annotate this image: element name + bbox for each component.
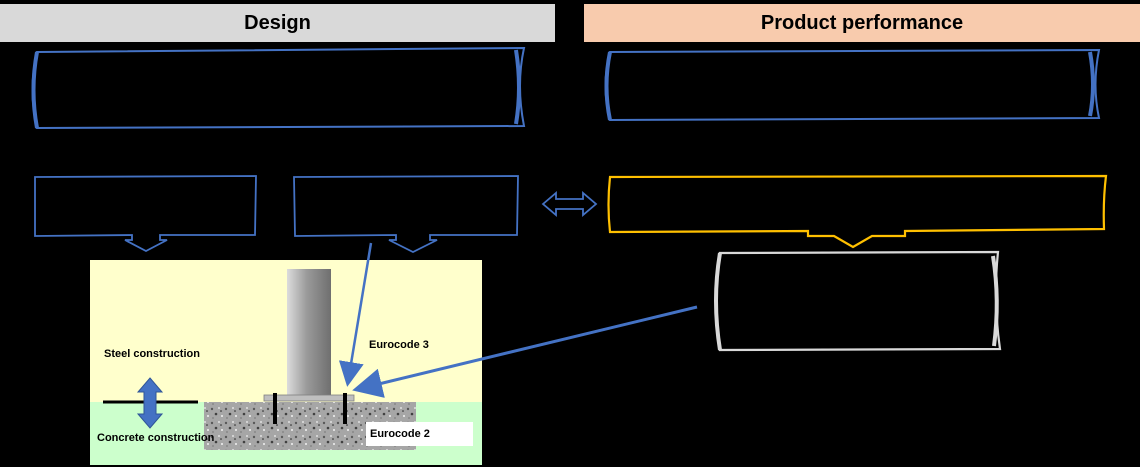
product-performance-header-label: Product performance [760, 11, 964, 34]
design-header: Design [0, 4, 555, 42]
steel-concrete-illustration [90, 260, 482, 465]
pointer-line-design [338, 242, 373, 387]
concrete-construction-label: Concrete construction [97, 432, 215, 444]
design-scroll-box [31, 46, 526, 130]
design-callout-box-left [34, 175, 257, 253]
design-header-label: Design [244, 11, 311, 34]
performance-callout-box [607, 174, 1108, 249]
design-callout-box-right [293, 175, 519, 254]
eurocode-2-box [366, 422, 473, 446]
steel-column [287, 269, 331, 396]
steel-construction-label: Steel construction [104, 348, 200, 360]
steel-zone [90, 260, 482, 402]
eurocode-3-label: Eurocode 3 [369, 339, 429, 351]
eurocode-2-label: Eurocode 2 [370, 428, 430, 440]
anchor-bolt-right [343, 393, 347, 424]
anchor-bolt-left [273, 393, 277, 424]
vertical-double-arrow-icon [136, 377, 164, 429]
product-performance-header: Product performance [584, 4, 1140, 42]
base-plate [263, 394, 355, 402]
performance-scroll-box [604, 48, 1101, 122]
grey-scroll-box [714, 250, 1002, 352]
pointer-line-performance [352, 305, 698, 398]
double-arrow-icon [541, 191, 598, 217]
